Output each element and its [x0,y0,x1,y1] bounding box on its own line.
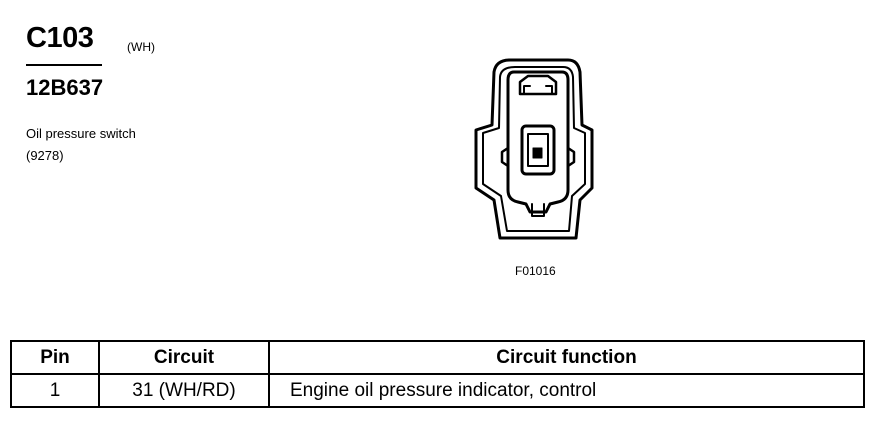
locating-tab-right [566,146,576,168]
part-number: 12B637 [26,75,104,100]
connector-cavity-rim [506,70,570,214]
table-row: 1 31 (WH/RD) Engine oil pressure indicat… [10,373,865,408]
component-number: (9278) [26,148,64,163]
terminal-cavity [520,124,556,176]
title-underline [26,64,102,66]
latch-detail-right [545,85,553,95]
component-name: Oil pressure switch [26,126,136,141]
column-header-circuit: Circuit [98,340,270,375]
connector-housing-outer [474,58,594,240]
terminal-cavity-inner [527,133,549,167]
locating-tab-left [500,146,510,168]
connector-id: C103 [26,22,94,54]
pin-table: Pin Circuit Circuit function 1 31 (WH/RD… [10,340,865,408]
circuit-cell: 31 (WH/RD) [98,373,270,408]
latch-detail-left [523,85,531,95]
connector-housing-inner [482,66,586,232]
connector-face-drawing [474,58,594,240]
connector-latch [518,74,558,96]
circuit-function-cell: Engine oil pressure indicator, control [268,373,865,408]
figure-id: F01016 [515,264,556,278]
connector-color-code: (WH) [127,40,155,54]
column-header-circuit-function: Circuit function [268,340,865,375]
connector-bottom-key [531,203,545,217]
column-header-pin: Pin [10,340,100,375]
pin-table-header: Pin Circuit Circuit function [10,340,865,375]
terminal-pin-1 [532,147,543,159]
pin-cell: 1 [10,373,100,408]
